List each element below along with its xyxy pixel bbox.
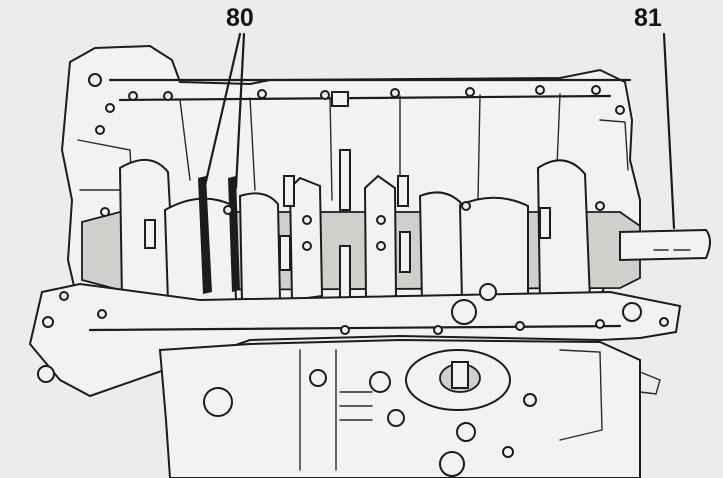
top-rail-holes <box>88 73 625 135</box>
callout-81-leader <box>662 32 676 230</box>
bedplate-holes <box>37 283 669 383</box>
callout-80-leaders <box>202 32 246 192</box>
callout-81-label: 81 <box>634 4 662 32</box>
thrust-washers <box>198 176 240 294</box>
lower-housing <box>158 338 661 478</box>
crankshaft-output-end <box>619 228 711 262</box>
callout-80-label: 80 <box>226 4 254 32</box>
bedplate <box>28 282 682 398</box>
